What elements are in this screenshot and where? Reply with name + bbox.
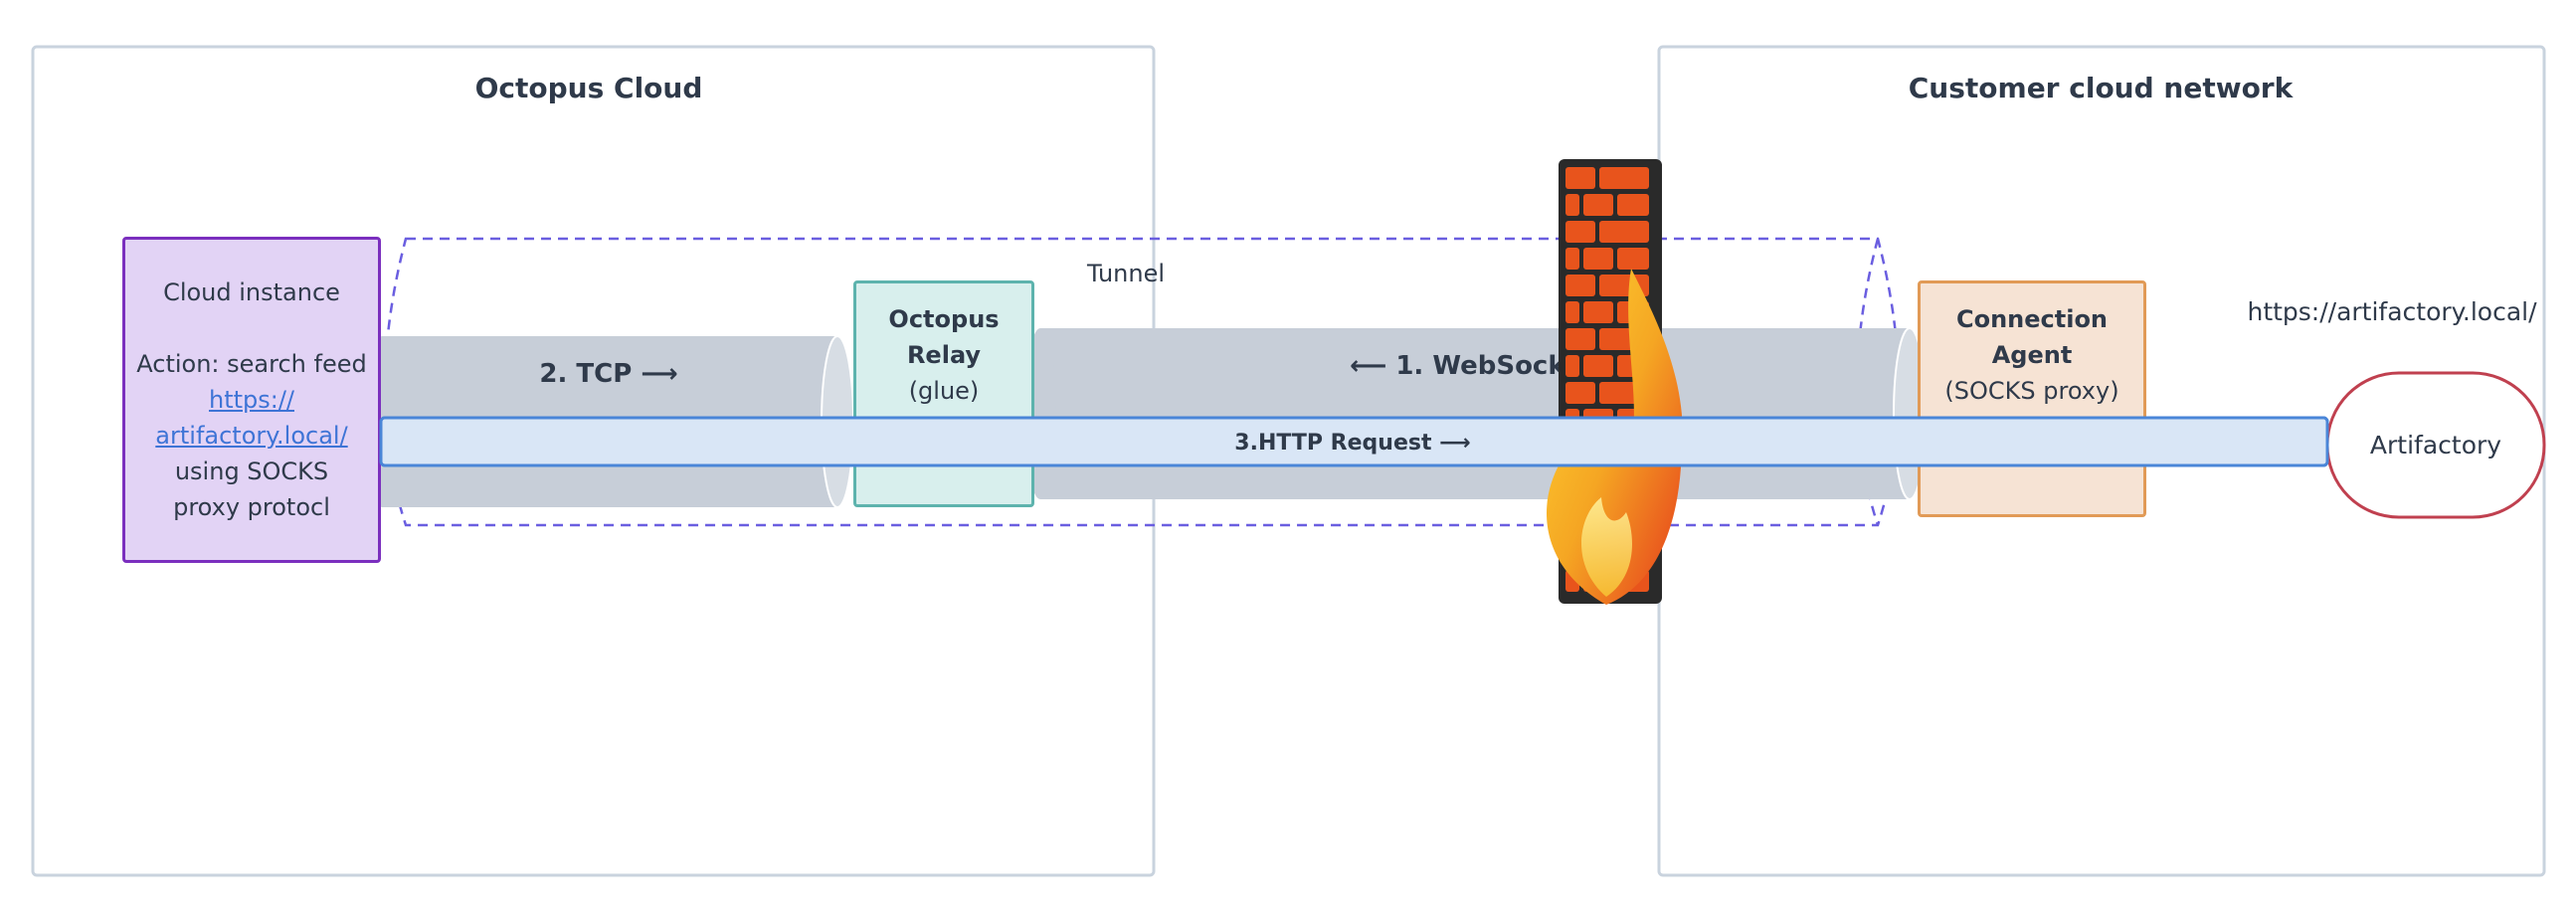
agent-title-line2: Agent [1991,341,2073,369]
agent-title-line1: Connection [1955,305,2109,333]
firewall-brick [1565,248,1579,270]
connection-agent-box: Connection Agent (SOCKS proxy) [1918,280,2146,517]
firewall-brick [1583,194,1613,216]
relay-title-line1: Octopus [888,305,1000,333]
relay-subtitle: (glue) [908,377,980,405]
cloud-instance-action-suffix2: proxy protocl [173,493,330,521]
firewall-brick [1599,221,1649,243]
websocket-pipe [1024,327,1927,500]
firewall-brick [1617,194,1649,216]
firewall-brick [1565,328,1595,350]
firewall-brick [1565,301,1579,323]
cloud-instance-title: Cloud instance [163,278,340,306]
artifactory-feed-link-part2: artifactory.local/ [155,422,348,450]
octopus-cloud-title: Octopus Cloud [475,72,703,104]
relay-title-line2: Relay [906,341,982,369]
firewall-icon [1547,159,1683,605]
artifactory-feed-link[interactable]: https:// artifactory.local/ [155,386,347,450]
artifactory-feed-link-part1: https:// [208,386,295,414]
cloud-instance-action: Action: search feed https:// artifactory.… [125,346,378,525]
firewall-brick [1565,275,1595,296]
firewall-brick [1565,194,1579,216]
firewall-brick [1599,167,1649,189]
firewall-brick [1565,382,1595,404]
cloud-instance-action-suffix1: using SOCKS [174,458,329,485]
agent-subtitle: (SOCKS proxy) [1944,377,2119,405]
tunnel-label: Tunnel [1086,260,1165,287]
firewall-brick [1565,221,1595,243]
tcp-pipe-label: 2. TCP ⟶ [539,359,677,389]
cloud-instance-box: Cloud instance Action: search feed https… [122,237,381,563]
websocket-pipe-label: ⟵ 1. WebSocket [1350,351,1594,381]
firewall-brick [1583,355,1613,377]
cloud-instance-action-prefix: Action: search feed [136,350,367,378]
firewall-brick [1583,248,1613,270]
http-request-label: 3.HTTP Request ⟶ [1234,431,1470,456]
firewall-brick [1583,301,1613,323]
artifactory-label: Artifactory [2370,431,2501,460]
artifactory-url: https://artifactory.local/ [2247,297,2537,326]
firewall-brick [1565,167,1595,189]
customer-network-title: Customer cloud network [1909,72,2295,104]
firewall-brick [1565,355,1579,377]
firewall-brick [1617,248,1649,270]
octopus-relay-box: Octopus Relay (glue) [853,280,1034,507]
